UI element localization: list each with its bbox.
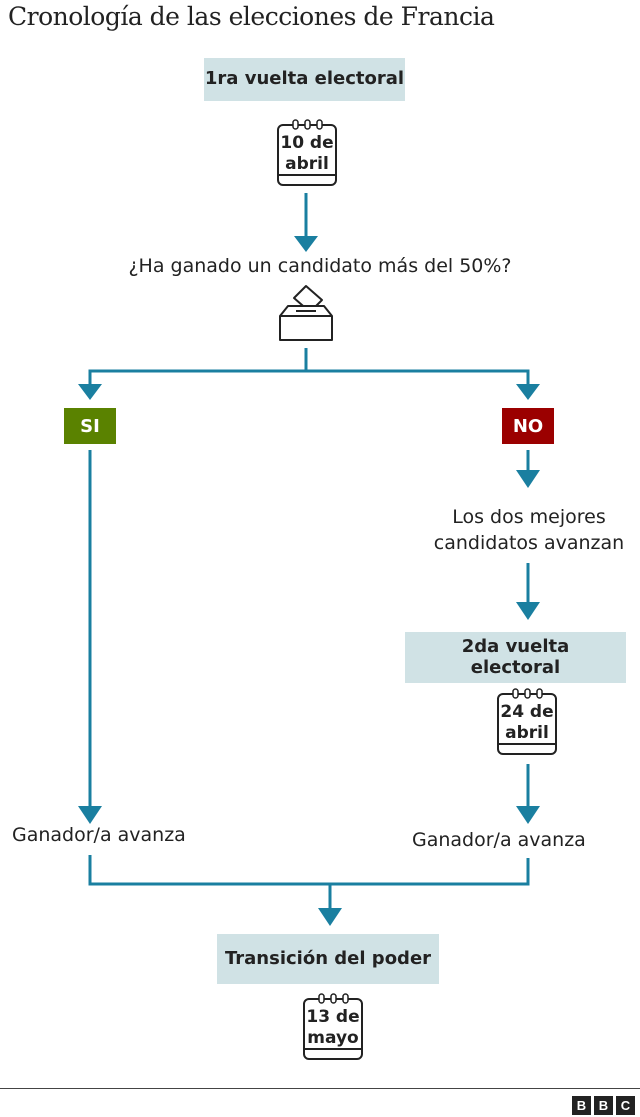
question-text: ¿Ha ganado un candidato más del 50%?	[128, 255, 512, 277]
footer-divider	[0, 1088, 640, 1089]
ballot-box-icon	[279, 285, 333, 341]
arrow-down-icon	[78, 384, 102, 400]
arrow-down-icon	[516, 384, 540, 400]
no-outcome-text: Ganador/a avanza	[412, 829, 586, 851]
no-badge: NO	[502, 408, 554, 444]
arrow-down-icon	[516, 806, 540, 824]
arrow-down-icon	[516, 602, 540, 620]
arrow-down-icon	[318, 908, 342, 926]
page-title: Cronología de las elecciones de Francia	[8, 2, 495, 31]
round2-box: 2da vuelta electoral	[405, 632, 626, 683]
calendar-icon	[303, 993, 363, 1060]
yes-outcome-text: Ganador/a avanza	[12, 824, 186, 846]
yes-badge: SI	[64, 408, 116, 444]
transition-box: Transición del poder	[217, 934, 439, 984]
top-two-advance-text: Los dos mejores candidatos avanzan	[433, 506, 625, 554]
arrow-down-icon	[516, 470, 540, 488]
arrow-down-icon	[294, 236, 318, 252]
calendar-icon	[497, 688, 557, 755]
bbc-logo: B B C	[572, 1096, 635, 1115]
arrow-down-icon	[78, 806, 102, 824]
round1-box: 1ra vuelta electoral	[204, 58, 405, 101]
calendar-icon	[277, 119, 337, 186]
